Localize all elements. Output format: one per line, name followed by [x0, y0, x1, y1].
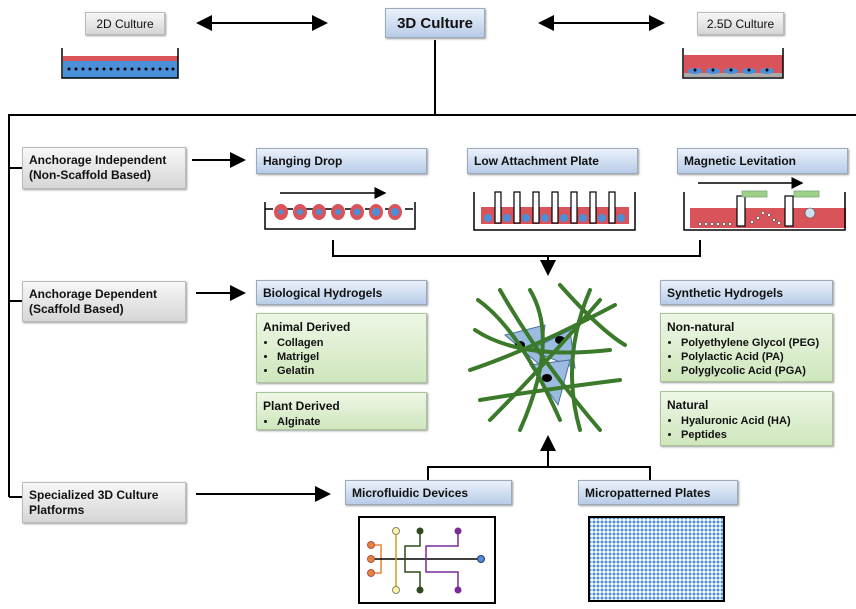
- list-item: Polyethylene Glycol (PEG): [681, 336, 826, 350]
- group-title: Animal Derived: [263, 320, 351, 334]
- category-line: (Non-Scaffold Based): [29, 168, 152, 182]
- 2d-culture-label: 2D Culture: [85, 12, 165, 35]
- natural-group: Natural Hyaluronic Acid (HA)Peptides: [660, 391, 833, 446]
- scaffold-cells-icon: [468, 283, 627, 432]
- list-item: Peptides: [681, 428, 826, 442]
- category-line: Specialized 3D Culture: [29, 487, 159, 502]
- group-title: Non-natural: [667, 320, 735, 334]
- list-item: Hyaluronic Acid (HA): [681, 414, 826, 428]
- category-line: (Scaffold Based): [29, 301, 124, 316]
- low-attachment-plate-icon: [473, 191, 636, 231]
- method-hanging-drop: Hanging Drop: [256, 148, 427, 174]
- list-item: Matrigel: [277, 350, 420, 364]
- list-item: Collagen: [277, 336, 420, 350]
- 3d-culture-label: 3D Culture: [385, 8, 485, 38]
- microfluidic-chip-icon: [358, 516, 496, 604]
- category-line: Anchorage Dependent: [29, 286, 158, 301]
- method-magnetic-levitation: Magnetic Levitation: [677, 148, 848, 174]
- 2d-culture-dish-icon: [61, 48, 179, 79]
- hanging-drop-icon: [264, 187, 416, 230]
- 2-5d-culture-dish-icon: [682, 48, 784, 79]
- list-item: Polylactic Acid (PA): [681, 350, 826, 364]
- method-low-attachment-plate: Low Attachment Plate: [467, 148, 638, 174]
- plant-derived-group: Plant Derived Alginate: [256, 392, 427, 430]
- biological-hydrogels-title: Biological Hydrogels: [256, 280, 427, 305]
- non-natural-group: Non-natural Polyethylene Glycol (PEG)Pol…: [660, 313, 833, 382]
- micropatterned-plate-icon: [588, 516, 725, 602]
- platform-micropatterned-plates: Micropatterned Plates: [578, 480, 738, 505]
- list-item: Gelatin: [277, 364, 420, 378]
- category-line: Anchorage Independent: [29, 153, 167, 167]
- platform-microfluidic-devices: Microfluidic Devices: [345, 480, 512, 505]
- magnetic-levitation-icon: [683, 177, 846, 231]
- category-anchorage-independent: Anchorage Independent(Non-Scaffold Based…: [22, 147, 186, 189]
- group-title: Plant Derived: [263, 399, 340, 413]
- list-item: Polyglycolic Acid (PGA): [681, 364, 826, 378]
- category-line: Platforms: [29, 502, 85, 517]
- animal-derived-group: Animal Derived CollagenMatrigelGelatin: [256, 313, 427, 383]
- 2-5d-culture-label: 2.5D Culture: [697, 12, 784, 35]
- synthetic-hydrogels-title: Synthetic Hydrogels: [660, 280, 833, 305]
- category-anchorage-dependent: Anchorage Dependent(Scaffold Based): [22, 281, 186, 322]
- group-title: Natural: [667, 398, 709, 412]
- list-item: Alginate: [277, 415, 420, 429]
